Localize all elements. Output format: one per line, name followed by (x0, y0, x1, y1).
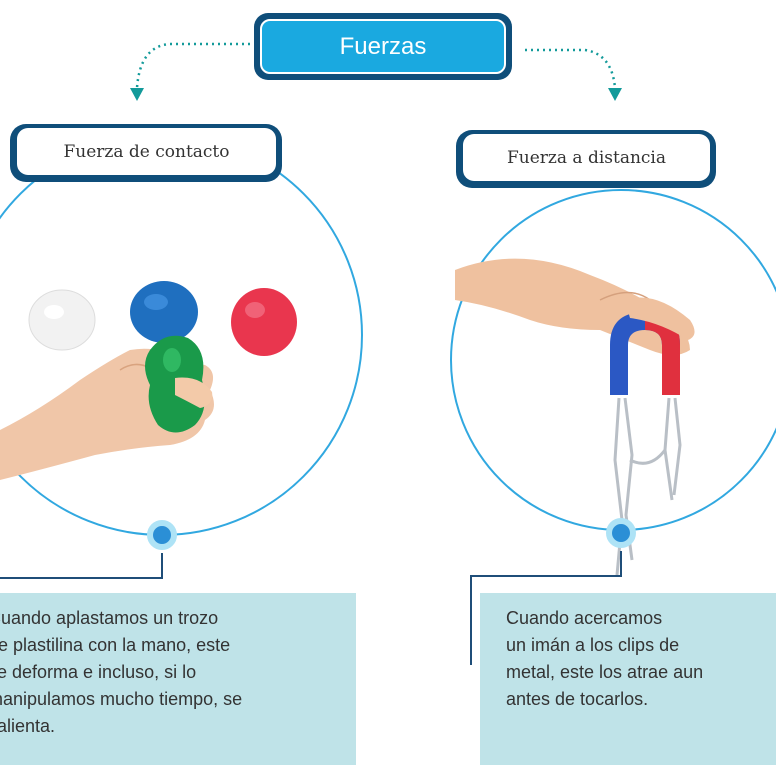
left-label: Fuerza de contacto (17, 128, 276, 175)
left-desc-line: Cuando aplastamos un trozo (0, 608, 219, 628)
left-desc-line: se deforma e incluso, si lo (0, 662, 197, 682)
left-label-box: Fuerza de contacto (10, 124, 282, 182)
right-connector-line (470, 551, 622, 665)
arrow-right (525, 48, 617, 89)
right-label-box: Fuerza a distancia (456, 130, 716, 188)
right-desc-line: un imán a los clips de (506, 635, 680, 655)
right-desc-line: Cuando acercamos (506, 608, 663, 628)
right-connector-dot (606, 518, 636, 548)
right-description: Cuando acercamos un imán a los clips de … (480, 593, 776, 765)
right-label: Fuerza a distancia (463, 134, 710, 181)
left-description: Cuando aplastamos un trozo de plastilina… (0, 593, 356, 765)
arrow-left (135, 42, 250, 89)
left-connector-dot (147, 520, 177, 550)
left-desc-line: de plastilina con la mano, este (0, 635, 231, 655)
title-text: Fuerzas (260, 19, 506, 74)
title-box: Fuerzas (254, 13, 512, 80)
right-desc-line: metal, este los atrae aun (506, 662, 704, 682)
right-desc-line: antes de tocarlos. (506, 689, 649, 709)
arrow-left-head (130, 88, 144, 101)
left-desc-line: manipulamos mucho tiempo, se (0, 689, 243, 709)
arrow-right-head (608, 88, 622, 101)
left-connector-line (0, 553, 163, 579)
magnet-illustration (455, 258, 695, 576)
plasticine-illustration (0, 281, 297, 480)
left-desc-line: calienta. (0, 716, 56, 736)
